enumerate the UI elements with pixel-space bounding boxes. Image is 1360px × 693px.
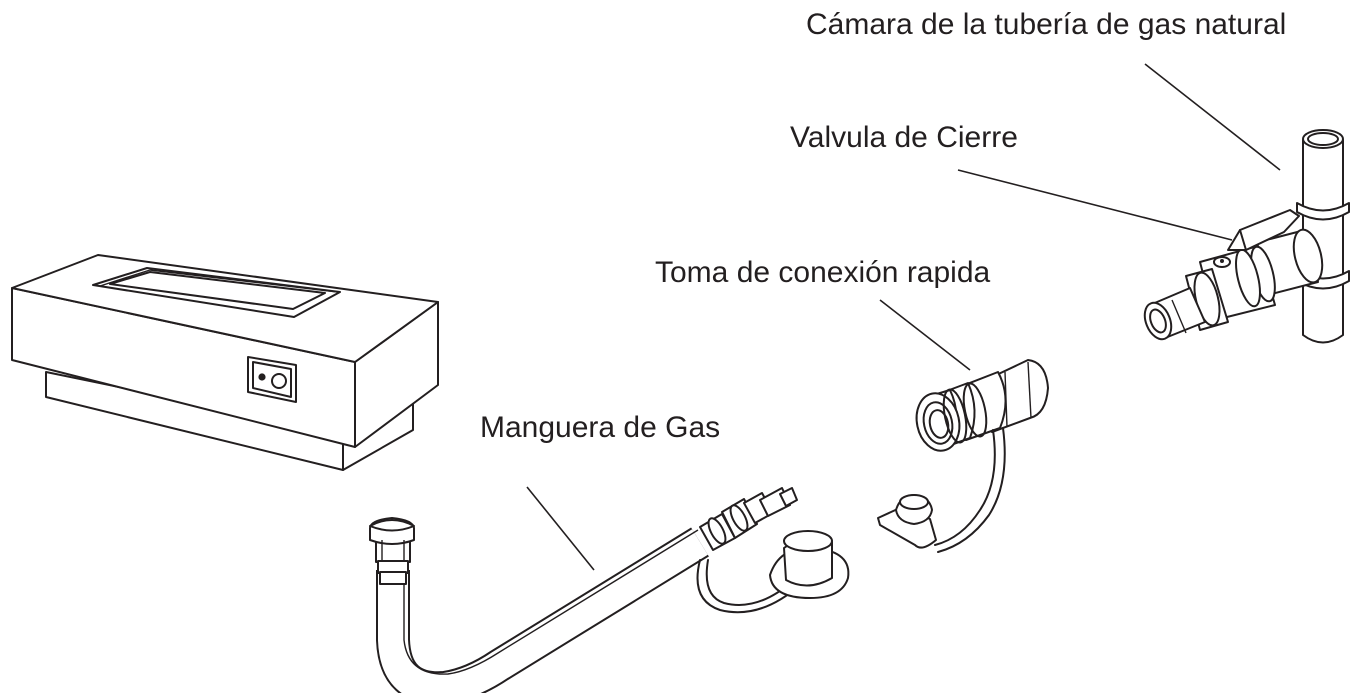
label-natural-gas-pipe: Cámara de la tubería de gas natural xyxy=(806,8,1287,41)
label-quick-connect: Toma de conexión rapida xyxy=(655,256,991,289)
fire-table-illustration xyxy=(11,254,439,471)
leader-line-pipe xyxy=(1144,63,1281,171)
quick-connect-illustration xyxy=(877,359,1049,553)
leader-line-coupler xyxy=(879,299,971,371)
leader-line-hose xyxy=(526,486,595,571)
control-knob-icon xyxy=(271,373,287,389)
label-gas-hose: Manguera de Gas xyxy=(480,411,721,444)
label-shutoff-valve: Valvula de Cierre xyxy=(790,121,1018,154)
leader-line-valve xyxy=(957,169,1233,241)
ignition-button-icon xyxy=(258,373,266,381)
gas-hose-illustration xyxy=(369,487,850,693)
shutoff-valve-and-gas-pipe-illustration xyxy=(1143,129,1350,344)
